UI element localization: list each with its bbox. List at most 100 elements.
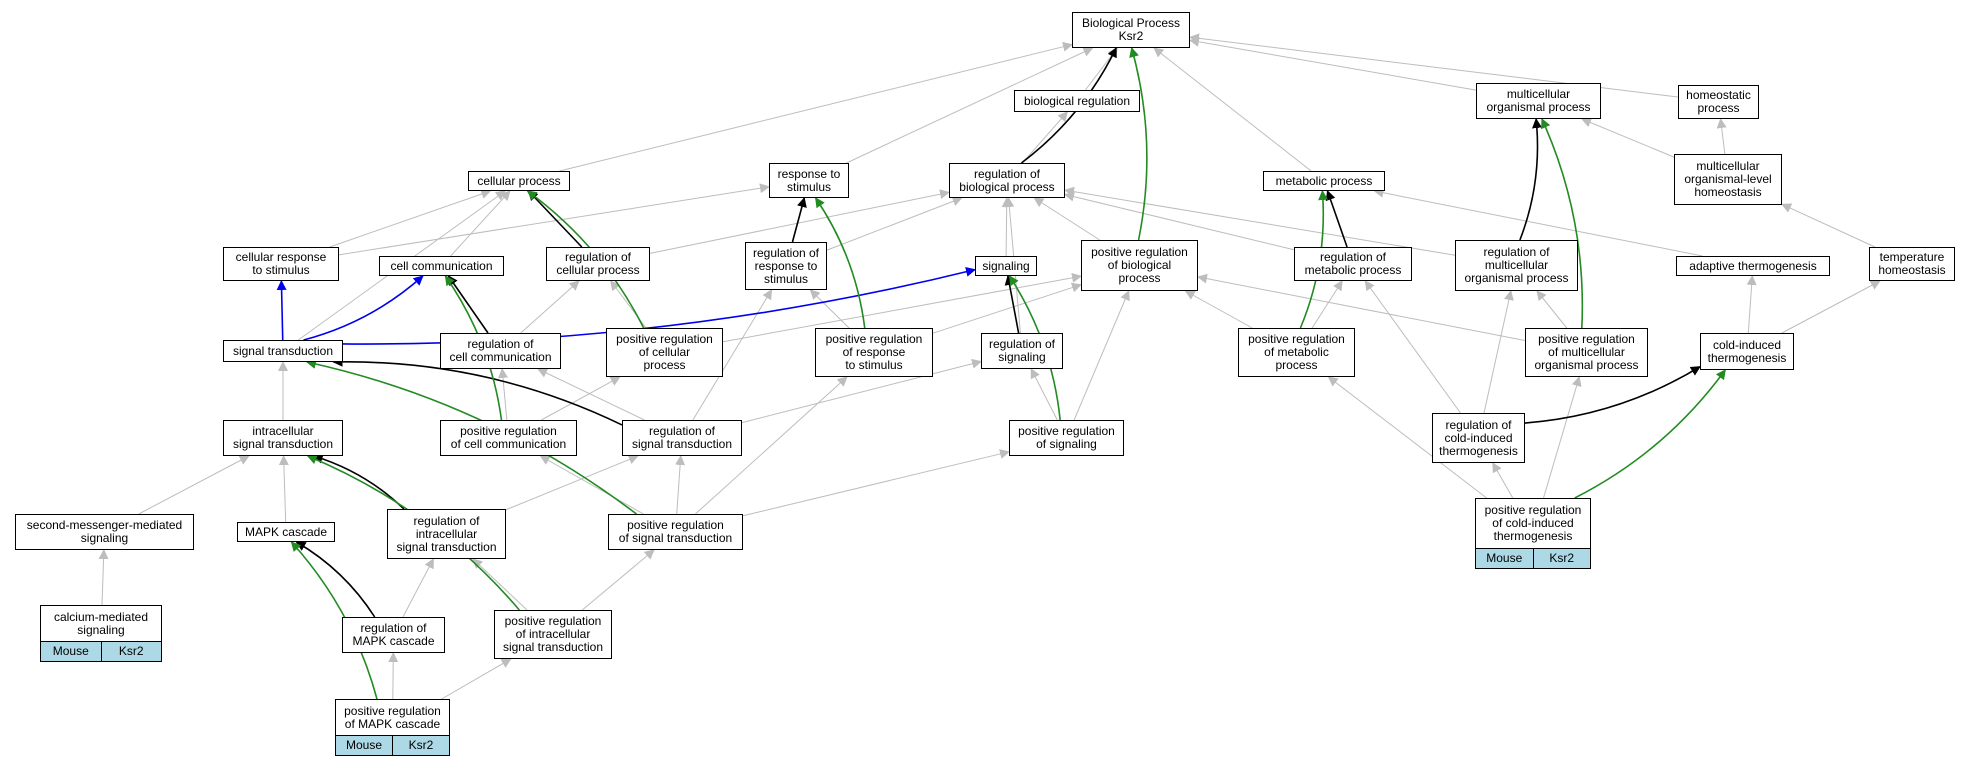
node-homeostatic-process[interactable]: homeostatic process	[1678, 85, 1759, 119]
node-label: regulation of signaling	[988, 337, 1056, 364]
node-positive-regulation-of-multicellular-organismal-process[interactable]: positive regulation of multicellular org…	[1525, 328, 1648, 377]
node-positive-regulation-of-cellular-process[interactable]: positive regulation of cellular process	[606, 328, 723, 377]
node-second-messenger-mediated-signaling[interactable]: second-messenger-mediated signaling	[15, 514, 194, 550]
node-regulation-of-metabolic-process[interactable]: regulation of metabolic process	[1294, 247, 1412, 281]
node-label: MAPK cascade	[244, 524, 328, 539]
edge-is-a	[649, 189, 950, 254]
edge-regulates	[332, 356, 623, 426]
edge-positively-regulates	[1129, 47, 1148, 241]
edge-is-a	[498, 368, 508, 421]
node-cold-induced-thermogenesis[interactable]: cold-induced thermogenesis	[1700, 333, 1794, 370]
edge-is-a	[932, 282, 1082, 334]
tag-ksr2: Ksr2	[100, 642, 161, 661]
node-label: positive regulation of intracellular sig…	[502, 614, 604, 654]
tag-mouse: Mouse	[336, 736, 392, 755]
node-label: homeostatic process	[1686, 88, 1751, 115]
edge-positively-regulates	[290, 541, 378, 700]
node-positive-regulation-of-response-to-stimulus[interactable]: positive regulation of response to stimu…	[815, 328, 933, 377]
node-positive-regulation-of-cell-communication[interactable]: positive regulation of cell communicatio…	[440, 420, 577, 456]
node-label: positive regulation of multicellular org…	[1534, 332, 1639, 372]
node-cellular-response-to-stimulus[interactable]: cellular response to stimulus	[223, 247, 339, 281]
node-label: regulation of metabolic process	[1304, 250, 1402, 277]
node-multicellular-organismal-process[interactable]: multicellular organismal process	[1476, 83, 1601, 119]
edge-is-a	[1197, 273, 1526, 342]
node-temperature-homeostasis[interactable]: temperature homeostasis	[1869, 247, 1955, 281]
node-label: intracellular signal transduction	[232, 424, 334, 451]
edge-regulates	[1325, 190, 1348, 248]
edge-regulates	[1004, 275, 1020, 334]
edge-is-a	[505, 454, 639, 511]
node-positive-regulation-of-signal-transduction[interactable]: positive regulation of signal transducti…	[608, 514, 743, 550]
node-label: regulation of cold-induced thermogenesis	[1439, 417, 1518, 458]
node-regulation-of-signal-transduction[interactable]: regulation of signal transduction	[622, 420, 742, 456]
node-regulation-of-cell-communication[interactable]: regulation of cell communication	[440, 333, 561, 369]
node-adaptive-thermogenesis[interactable]: adaptive thermogenesis	[1676, 256, 1830, 276]
edge-is-a	[1364, 280, 1461, 414]
node-label: regulation of cellular process	[556, 250, 640, 277]
node-label: positive regulation of metabolic process	[1248, 332, 1345, 372]
node-label: calcium-mediated signaling	[53, 609, 149, 637]
node-positive-regulation-of-signaling[interactable]: positive regulation of signaling	[1009, 420, 1124, 456]
node-label: response to stimulus	[777, 166, 841, 194]
node-regulation-of-signaling[interactable]: regulation of signaling	[981, 333, 1063, 369]
node-regulation-of-cold-induced-thermogenesis[interactable]: regulation of cold-induced thermogenesis	[1432, 413, 1525, 463]
edge-part-of	[303, 275, 424, 341]
edge-is-a	[1536, 290, 1568, 329]
node-positive-regulation-of-intracellular-signal-transduction[interactable]: positive regulation of intracellular sig…	[494, 610, 612, 659]
edge-positively-regulates	[814, 197, 866, 329]
node-bp[interactable]: Biological Process Ksr2	[1072, 12, 1190, 48]
node-mapk-cascade[interactable]: MAPK cascade	[237, 522, 335, 542]
edge-regulates	[791, 197, 807, 243]
node-label: cellular process	[477, 173, 561, 188]
node-label: signaling	[982, 258, 1030, 273]
edge-is-a	[402, 558, 434, 618]
node-intracellular-signal-transduction[interactable]: intracellular signal transduction	[223, 420, 343, 456]
node-positive-regulation-of-biological-process[interactable]: positive regulation of biological proces…	[1081, 240, 1198, 291]
node-signal-transduction[interactable]: signal transduction	[223, 340, 343, 362]
node-positive-regulation-of-metabolic-process[interactable]: positive regulation of metabolic process	[1238, 328, 1355, 377]
node-regulation-of-multicellular-organismal-process[interactable]: regulation of multicellular organismal p…	[1455, 240, 1578, 291]
edge-is-a	[1781, 280, 1881, 334]
edge-is-a	[722, 272, 1082, 343]
edge-is-a	[1064, 191, 1295, 251]
edge-is-a	[98, 549, 109, 606]
node-label: positive regulation of signaling	[1018, 424, 1115, 451]
node-metabolic-process[interactable]: metabolic process	[1263, 171, 1385, 191]
node-regulation-of-response-to-stimulus[interactable]: regulation of response to stimulus	[745, 242, 827, 290]
node-label: multicellular organismal-level homeostas…	[1684, 159, 1772, 199]
tag-mouse: Mouse	[1476, 549, 1533, 568]
node-cell-communication[interactable]: cell communication	[379, 256, 504, 276]
node-regulation-of-biological-process[interactable]: regulation of biological process	[949, 163, 1065, 198]
node-label: cold-induced thermogenesis	[1707, 337, 1787, 365]
node-label: positive regulation of response to stimu…	[825, 332, 923, 372]
edge-is-a	[1746, 275, 1757, 334]
node-cellular-process[interactable]: cellular process	[468, 171, 570, 191]
node-response-to-stimulus[interactable]: response to stimulus	[769, 163, 849, 198]
node-label: regulation of MAPK cascade	[352, 621, 435, 648]
node-label: positive regulation of MAPK cascade	[344, 703, 441, 731]
edge-regulates	[527, 190, 583, 248]
edge-is-a	[692, 289, 773, 421]
edge-is-a	[1581, 117, 1675, 158]
edge-is-a	[1781, 203, 1876, 248]
node-multicellular-organismal-level-homeostasis[interactable]: multicellular organismal-level homeostas…	[1674, 154, 1782, 205]
edge-is-a	[1189, 33, 1679, 98]
edge-is-a	[1001, 197, 1012, 257]
node-label: regulation of intracellular signal trans…	[396, 513, 497, 554]
edge-is-a	[1073, 290, 1130, 421]
node-signaling[interactable]: signaling	[975, 256, 1037, 276]
edge-part-of	[342, 266, 976, 345]
node-positive-regulation-of-cold-induced-thermogenesis[interactable]: positive regulation of cold-induced ther…	[1475, 498, 1591, 569]
edge-is-a	[1189, 36, 1477, 91]
node-regulation-of-mapk-cascade[interactable]: regulation of MAPK cascade	[342, 617, 445, 653]
node-regulation-of-cellular-process[interactable]: regulation of cellular process	[546, 247, 650, 281]
node-biological-regulation[interactable]: biological regulation	[1014, 90, 1140, 112]
edge-is-a	[695, 376, 848, 515]
node-label: positive regulation of signal transducti…	[618, 518, 733, 545]
node-regulation-of-intracellular-signal-transduction[interactable]: regulation of intracellular signal trans…	[387, 509, 506, 559]
